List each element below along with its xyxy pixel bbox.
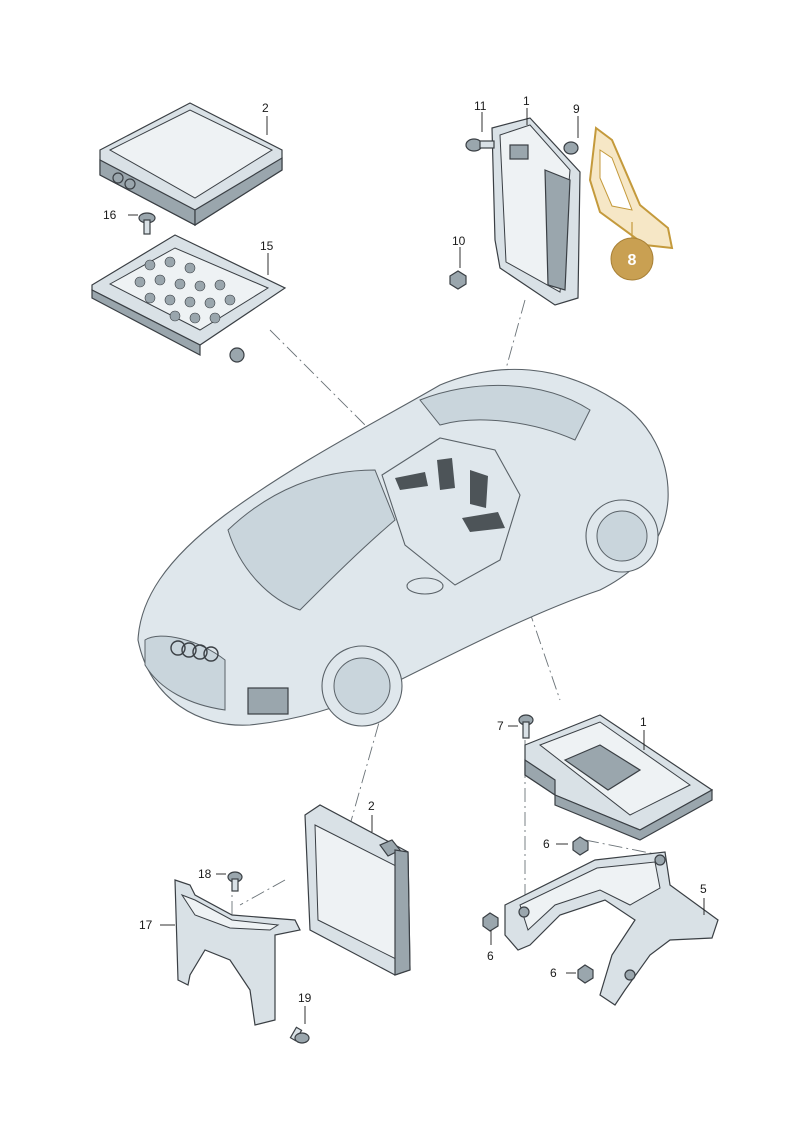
nut-6-a [572,836,589,856]
callout-19: 19 [298,991,312,1005]
callout-2-top: 2 [262,101,269,115]
nut-10 [449,270,467,290]
callout-6-c: 6 [550,966,557,980]
callout-18: 18 [198,867,212,881]
callout-11: 11 [474,99,487,113]
control-module-bottom [524,714,714,841]
callout-6-b: 6 [487,949,494,963]
badge-label: 8 [628,252,637,269]
nut-6-c [577,964,594,984]
mounting-tray-15 [91,234,287,363]
car-outline [137,368,669,727]
callout-15: 15 [260,239,274,253]
mounting-bracket-5 [504,851,719,1006]
bolt-7 [518,714,534,739]
callout-6-a: 6 [543,837,550,851]
bolt-9 [563,141,579,155]
bolt-11 [465,138,495,152]
highlight-badge: 8 [610,222,654,281]
leader-lines [128,108,705,1024]
bolt-18 [227,871,243,892]
callout-1-top: 1 [523,94,530,108]
bolt-16 [138,212,156,235]
callout-2-bottom: 2 [368,799,375,813]
callout-16: 16 [103,208,117,222]
callout-10: 10 [452,234,466,248]
highlighted-bracket-8 [588,126,674,250]
control-unit-bottom [304,804,411,976]
control-module-top [491,117,581,306]
bolt-19 [289,1026,310,1044]
callout-9: 9 [573,102,580,116]
callout-1-bottom: 1 [640,715,647,729]
callout-17: 17 [139,918,153,932]
nut-6-b [482,912,499,932]
callout-5: 5 [700,882,707,896]
callout-numbers: 2 16 15 11 1 9 10 1 7 6 6 6 5 2 18 17 19 [103,94,707,1005]
control-unit-top [99,102,283,227]
badge-circle [610,237,654,281]
callout-7: 7 [497,719,504,733]
bracket-17 [174,879,301,1026]
